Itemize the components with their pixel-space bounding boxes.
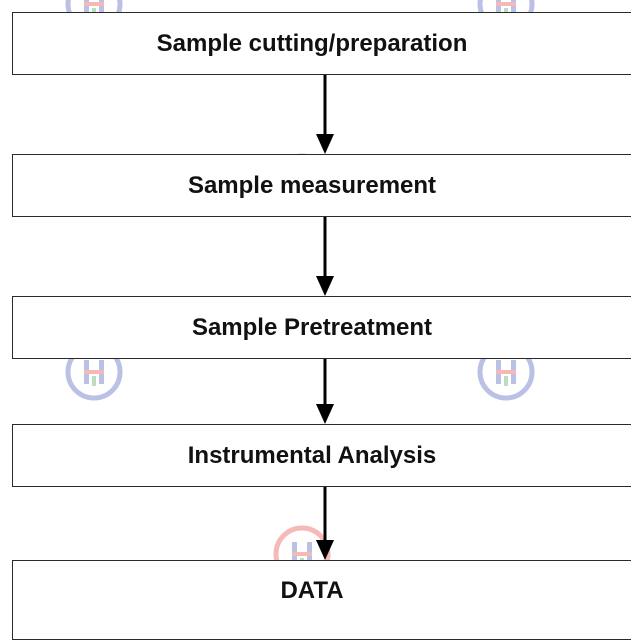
flow-step-sample-pretreatment: Sample Pretreatment bbox=[12, 296, 631, 359]
flow-step-instrumental-analysis: Instrumental Analysis bbox=[12, 424, 631, 487]
flow-arrow bbox=[316, 217, 334, 296]
flow-step-label: DATA bbox=[280, 577, 344, 604]
flow-step-label: Instrumental Analysis bbox=[187, 441, 437, 469]
flow-step-label: Sample cutting/preparation bbox=[156, 29, 468, 57]
flow-arrow bbox=[316, 75, 334, 154]
flow-step-sample-measurement: Sample measurement bbox=[12, 154, 631, 217]
flow-step-label: Sample Pretreatment bbox=[191, 313, 433, 341]
flow-step-sample-cutting: Sample cutting/preparation bbox=[12, 12, 631, 75]
flow-step-label: Sample measurement bbox=[187, 171, 437, 199]
flow-arrow bbox=[316, 359, 334, 424]
flow-step-data: DATA bbox=[12, 560, 631, 640]
